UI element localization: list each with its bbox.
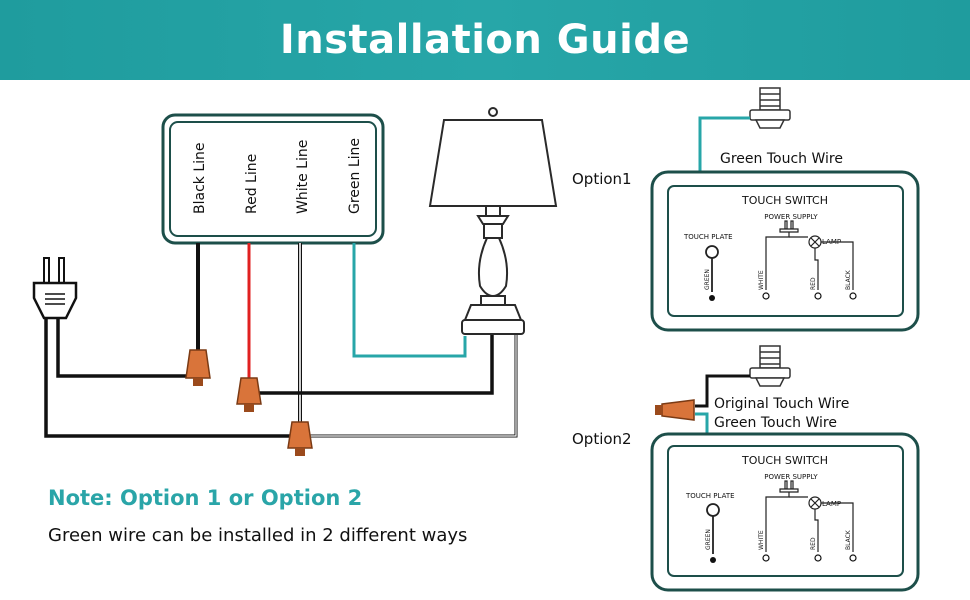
option2-terminal-label-red: RED xyxy=(810,537,817,550)
lamp-body xyxy=(477,237,509,298)
label-red-line: Red Line xyxy=(244,154,260,214)
lamp-shade xyxy=(428,119,558,207)
note-heading: Note: Option 1 or Option 2 xyxy=(48,486,363,510)
option2-green-wire-label: Green Touch Wire xyxy=(714,415,837,431)
plug-prong-left xyxy=(43,257,50,285)
lamp-wire-black xyxy=(249,332,494,395)
option2-terminal-white xyxy=(762,554,770,562)
option2-switch-title: TOUCH SWITCH xyxy=(741,454,828,467)
controller-inner xyxy=(169,121,377,237)
option1-switch-title: TOUCH SWITCH xyxy=(741,194,828,207)
option1-terminal-black xyxy=(849,292,857,300)
lamp-wire-white-outer xyxy=(300,335,518,438)
option2-power-label: POWER SUPPLY xyxy=(764,473,818,481)
option2-original-wire-label: Original Touch Wire xyxy=(714,396,849,412)
label-green-line: Green Line xyxy=(347,138,363,214)
option2-touch-plate-icon xyxy=(706,503,720,517)
option1-wire-label: Green Touch Wire xyxy=(720,151,843,167)
page-title: Installation Guide xyxy=(279,17,691,63)
lamp-wire-white-inner xyxy=(300,335,517,437)
option1-label: Option1 xyxy=(572,170,632,188)
wire-nut-white xyxy=(287,421,313,456)
wire-nut-red xyxy=(236,377,262,412)
option2-terminal-label-white: WHITE xyxy=(758,530,765,550)
cord-outer xyxy=(44,318,298,438)
option2-lamp-label: LAMP xyxy=(822,500,841,508)
option1-terminal-label-red: RED xyxy=(810,277,817,290)
lamp-base xyxy=(461,319,525,335)
plug-body xyxy=(32,281,78,320)
option1-touch-plate-icon xyxy=(705,245,719,259)
note-text: Green wire can be installed in 2 differe… xyxy=(48,525,468,546)
option2-terminal-red xyxy=(814,554,822,562)
label-black-line: Black Line xyxy=(192,142,208,214)
option2-terminal-green xyxy=(710,557,716,563)
option2-green-touch-wire xyxy=(695,412,709,436)
option2-terminal-black xyxy=(849,554,857,562)
option1-touch-plate-label: TOUCH PLATE xyxy=(683,233,733,241)
bulb-socket-icon xyxy=(749,87,791,129)
option2-terminal-label-black: BLACK xyxy=(845,529,852,550)
green-wire xyxy=(352,243,467,358)
option2-terminal-label-green: GREEN xyxy=(705,529,712,550)
option1-terminal-label-black: BLACK xyxy=(845,269,852,290)
option2-label: Option2 xyxy=(572,430,632,448)
wire-nut-black xyxy=(185,349,211,386)
plug-prong-right xyxy=(58,257,65,285)
power-plug xyxy=(32,257,298,438)
option1-terminal-green xyxy=(709,295,715,301)
cord-inner xyxy=(56,318,198,378)
header-banner: Installation Guide xyxy=(0,0,970,80)
option1-green-touch-wire xyxy=(698,116,750,172)
option2-touch-plate-label: TOUCH PLATE xyxy=(685,492,735,500)
option1-terminal-label-green: GREEN xyxy=(704,269,711,290)
option1-panel: Option1 Green Touch Wire TOUCH SWITCH PO… xyxy=(572,87,920,332)
option1-switch-box xyxy=(667,185,904,317)
controller-box: Black Line Red Line White Line Green Lin… xyxy=(161,113,385,245)
bulb-socket-icon xyxy=(749,345,791,387)
option2-original-touch-wire xyxy=(695,374,750,408)
table-lamp xyxy=(428,107,558,335)
option2-panel: Option2 Original Touch Wire Green Touch … xyxy=(572,345,920,592)
option1-terminal-red xyxy=(814,292,822,300)
option2-switch-box xyxy=(667,445,904,577)
option1-power-label: POWER SUPPLY xyxy=(764,213,818,221)
label-white-line: White Line xyxy=(295,140,311,214)
option1-terminal-white xyxy=(762,292,770,300)
option1-terminal-label-white: WHITE xyxy=(758,270,765,290)
option2-wire-nut xyxy=(655,399,695,421)
